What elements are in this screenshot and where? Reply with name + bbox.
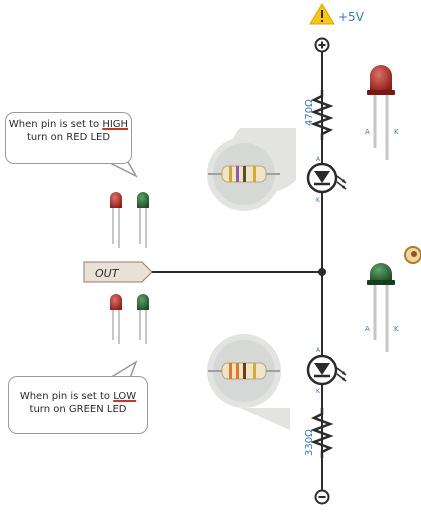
led-top-pin-a: A (316, 156, 321, 163)
out-tag (83, 261, 153, 283)
resistor-bottom-bubble (207, 334, 290, 430)
supply-voltage-label: +5V (338, 10, 365, 24)
positive-terminal-icon (314, 37, 330, 53)
red-led-pin-k: K (394, 128, 399, 136)
red-led-pin-a: A (365, 128, 370, 136)
small-led-pair-upper (110, 192, 149, 248)
callout-low: When pin is set to LOW turn on GREEN LED (8, 376, 148, 434)
callout-low-emphasis: LOW (113, 391, 137, 402)
led-top-pin-k: K (316, 197, 321, 204)
small-led-pair-lower (110, 294, 149, 344)
green-led-pin-a: A (365, 325, 370, 333)
led-top-symbol (306, 162, 347, 194)
callout-high-prefix: When pin is set to (8, 119, 103, 130)
resistor-top-value: 470Ω (304, 99, 315, 126)
resistor-top-symbol (310, 90, 334, 140)
junction-dot (318, 268, 326, 276)
resistor-bottom-symbol (310, 408, 334, 458)
resistor-bottom-photo (208, 362, 280, 380)
led-bottom-symbol (306, 354, 347, 386)
resistor-top-photo (208, 165, 280, 183)
warning-triangle-icon (309, 3, 335, 25)
callout-low-line1: When pin is set to LOW (9, 390, 147, 403)
callout-high: When pin is set to HIGH turn on RED LED (5, 112, 132, 164)
red-led-large (367, 65, 395, 160)
user-avatar-icon[interactable] (404, 246, 421, 264)
callout-high-line1: When pin is set to HIGH (6, 118, 131, 131)
callout-low-line2: turn on GREEN LED (29, 404, 127, 415)
green-led-large (367, 263, 395, 352)
resistor-top-bubble (207, 128, 296, 211)
callout-high-emphasis: HIGH (102, 119, 129, 130)
callout-high-tail (107, 161, 138, 178)
resistor-bottom-value: 330Ω (304, 429, 315, 456)
out-label: OUT (95, 267, 120, 280)
led-bottom-pin-a: A (316, 347, 321, 354)
led-bottom-pin-k: K (316, 388, 321, 395)
green-led-pin-k: K (394, 325, 399, 333)
callout-high-line2: turn on RED LED (26, 132, 111, 143)
callout-low-prefix: When pin is set to (19, 391, 114, 402)
negative-terminal-icon (314, 489, 330, 505)
